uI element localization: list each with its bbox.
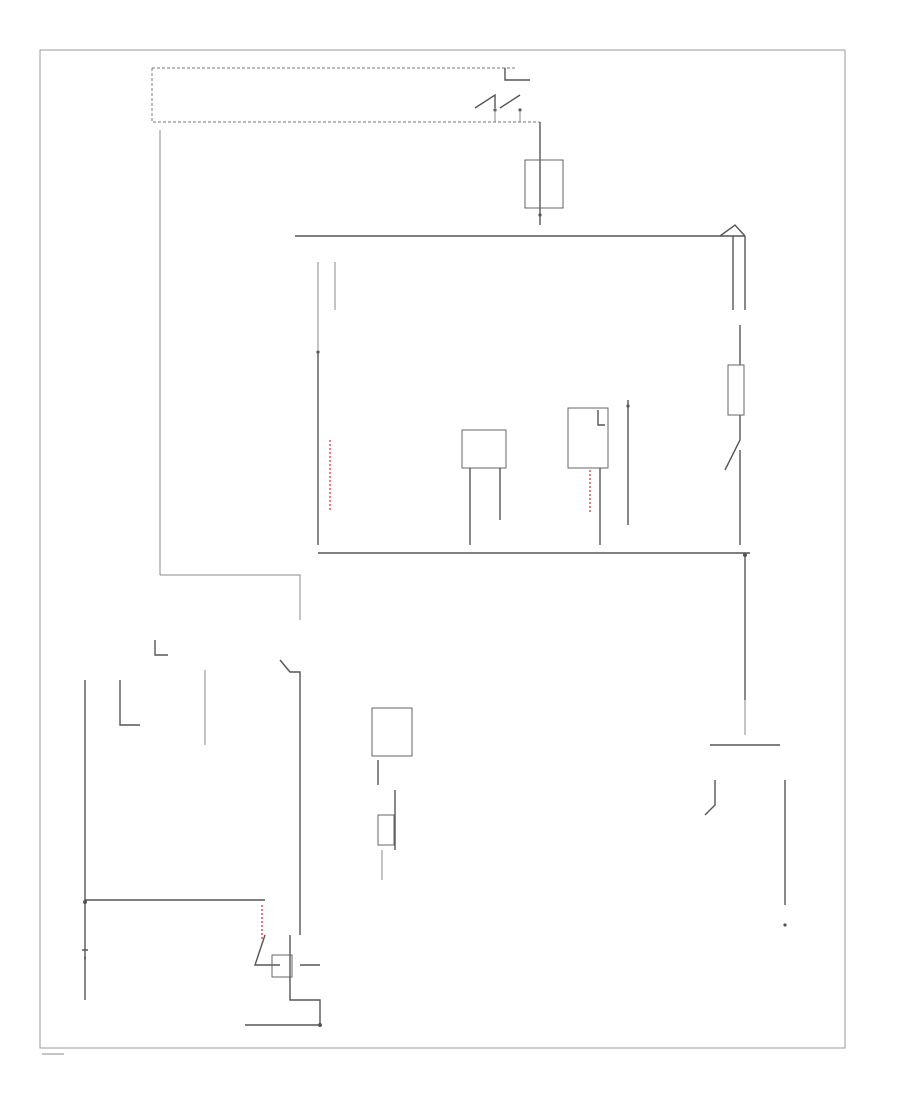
- module-relay-b: [567, 400, 630, 545]
- module-left: [317, 352, 331, 545]
- upper-bus: [295, 224, 746, 354]
- diagram-border: [39, 49, 846, 1049]
- module-lower-relay: [371, 707, 413, 880]
- right-column: [724, 325, 747, 735]
- lower-circuit: [82, 574, 322, 1027]
- ignition-switch-block: [151, 67, 564, 225]
- lower-right-branch: [704, 744, 787, 927]
- module-relay-a: [461, 429, 507, 545]
